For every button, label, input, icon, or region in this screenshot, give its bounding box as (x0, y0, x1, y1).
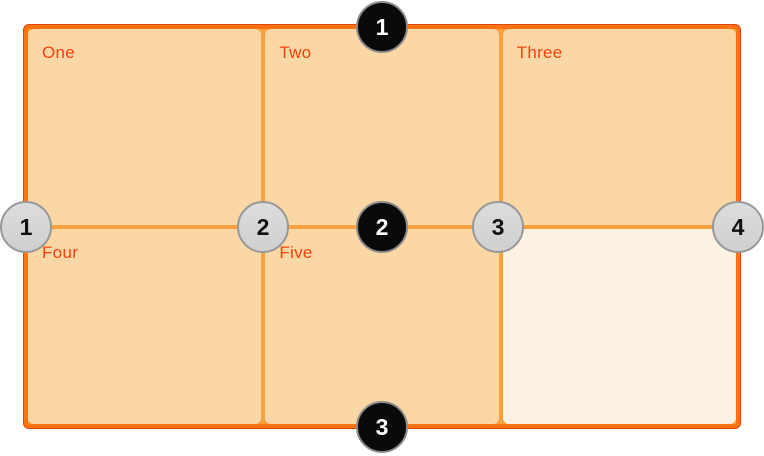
grid-cell-one: One (28, 29, 262, 225)
cell-label-five: Five (279, 242, 313, 262)
row-line-marker-1: 1 (356, 1, 408, 53)
grid-cell-four: Four (28, 228, 262, 424)
grid-cell-two: Two (265, 29, 499, 225)
column-line-marker-1: 1 (0, 201, 52, 253)
grid-cell-five: Five (265, 228, 499, 424)
column-line-marker-3: 3 (472, 201, 524, 253)
cell-label-two: Two (279, 43, 312, 62)
grid-container: One Two Three Four Five (24, 25, 740, 428)
cell-label-four: Four (42, 242, 79, 262)
cell-label-three: Three (516, 43, 563, 62)
cell-label-one: One (42, 43, 76, 62)
grid-cell-empty (502, 228, 736, 424)
column-line-marker-2: 2 (237, 201, 289, 253)
row-line-marker-2: 2 (356, 201, 408, 253)
column-line-marker-4: 4 (712, 201, 764, 253)
row-line-marker-3: 3 (356, 401, 408, 453)
grid-cell-three: Three (502, 29, 736, 225)
